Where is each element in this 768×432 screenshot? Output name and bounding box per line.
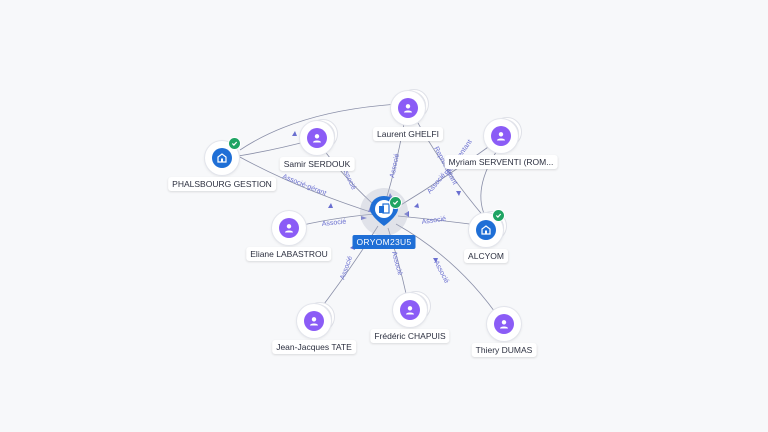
node-circle xyxy=(393,293,427,327)
building-icon xyxy=(476,220,496,240)
node-circle xyxy=(391,91,425,125)
person-icon xyxy=(307,128,327,148)
person-icon xyxy=(398,98,418,118)
node-label[interactable]: Myriam SERVENTI (ROM... xyxy=(444,155,558,169)
arrow-alcyom xyxy=(456,191,461,196)
edge-label-chapuis: Associé xyxy=(390,251,403,277)
node-circle xyxy=(205,137,241,175)
verified-check-icon xyxy=(492,209,505,222)
verified-check-icon xyxy=(389,196,402,209)
person-icon xyxy=(304,311,324,331)
edge-dumas-center xyxy=(395,223,503,323)
node-label[interactable]: Samir SERDOUK xyxy=(279,157,355,171)
node-label[interactable]: Laurent GHELFI xyxy=(373,127,443,141)
node-circle xyxy=(297,304,331,338)
edge-label-phalsbourg: Associé-gérant xyxy=(281,173,327,197)
arrow-center-left xyxy=(361,216,367,220)
edge-phalsbourg-center xyxy=(237,155,381,216)
node-label[interactable]: Thiery DUMAS xyxy=(471,343,537,357)
edge-label-alcyom: Associé xyxy=(421,216,446,226)
node-circle xyxy=(484,119,518,153)
edge-serventi-center xyxy=(395,139,499,209)
arrow-dumas xyxy=(433,258,438,263)
person-icon xyxy=(279,218,299,238)
node-label[interactable]: Eliane LABASTROU xyxy=(246,247,332,261)
arrow-center-upright xyxy=(414,203,419,208)
edge-label-serventi: Associé xyxy=(426,172,447,195)
node-label[interactable]: PHALSBOURG GESTION xyxy=(168,177,276,191)
edge-label-ghelfi: Associé xyxy=(389,153,401,179)
edge-label-dumas: Associé xyxy=(432,260,450,285)
building-icon xyxy=(212,148,232,168)
node-circle xyxy=(272,211,306,245)
node-circle xyxy=(487,307,521,341)
person-icon xyxy=(491,126,511,146)
edge-label-labastrou: Associé xyxy=(321,218,346,228)
arrow-center-right xyxy=(404,211,409,217)
arrow-labastrou xyxy=(328,203,333,208)
node-circle xyxy=(300,121,334,155)
person-icon xyxy=(400,300,420,320)
edge-label-tate: Associé xyxy=(339,255,354,281)
node-label[interactable]: Frédéric CHAPUIS xyxy=(370,329,450,343)
edge-phalsbourg-ghelfi xyxy=(239,103,401,151)
verified-check-icon xyxy=(228,137,241,150)
person-icon xyxy=(494,314,514,334)
node-label[interactable]: ALCYOM xyxy=(464,249,508,263)
node-label[interactable]: Jean-Jacques TATE xyxy=(272,340,356,354)
arrow-phalsbourg xyxy=(292,131,297,136)
node-circle xyxy=(469,209,505,247)
center-node-label[interactable]: ORYOM23U5 xyxy=(352,235,416,249)
edge-ghelfi-alcyom xyxy=(411,111,486,219)
